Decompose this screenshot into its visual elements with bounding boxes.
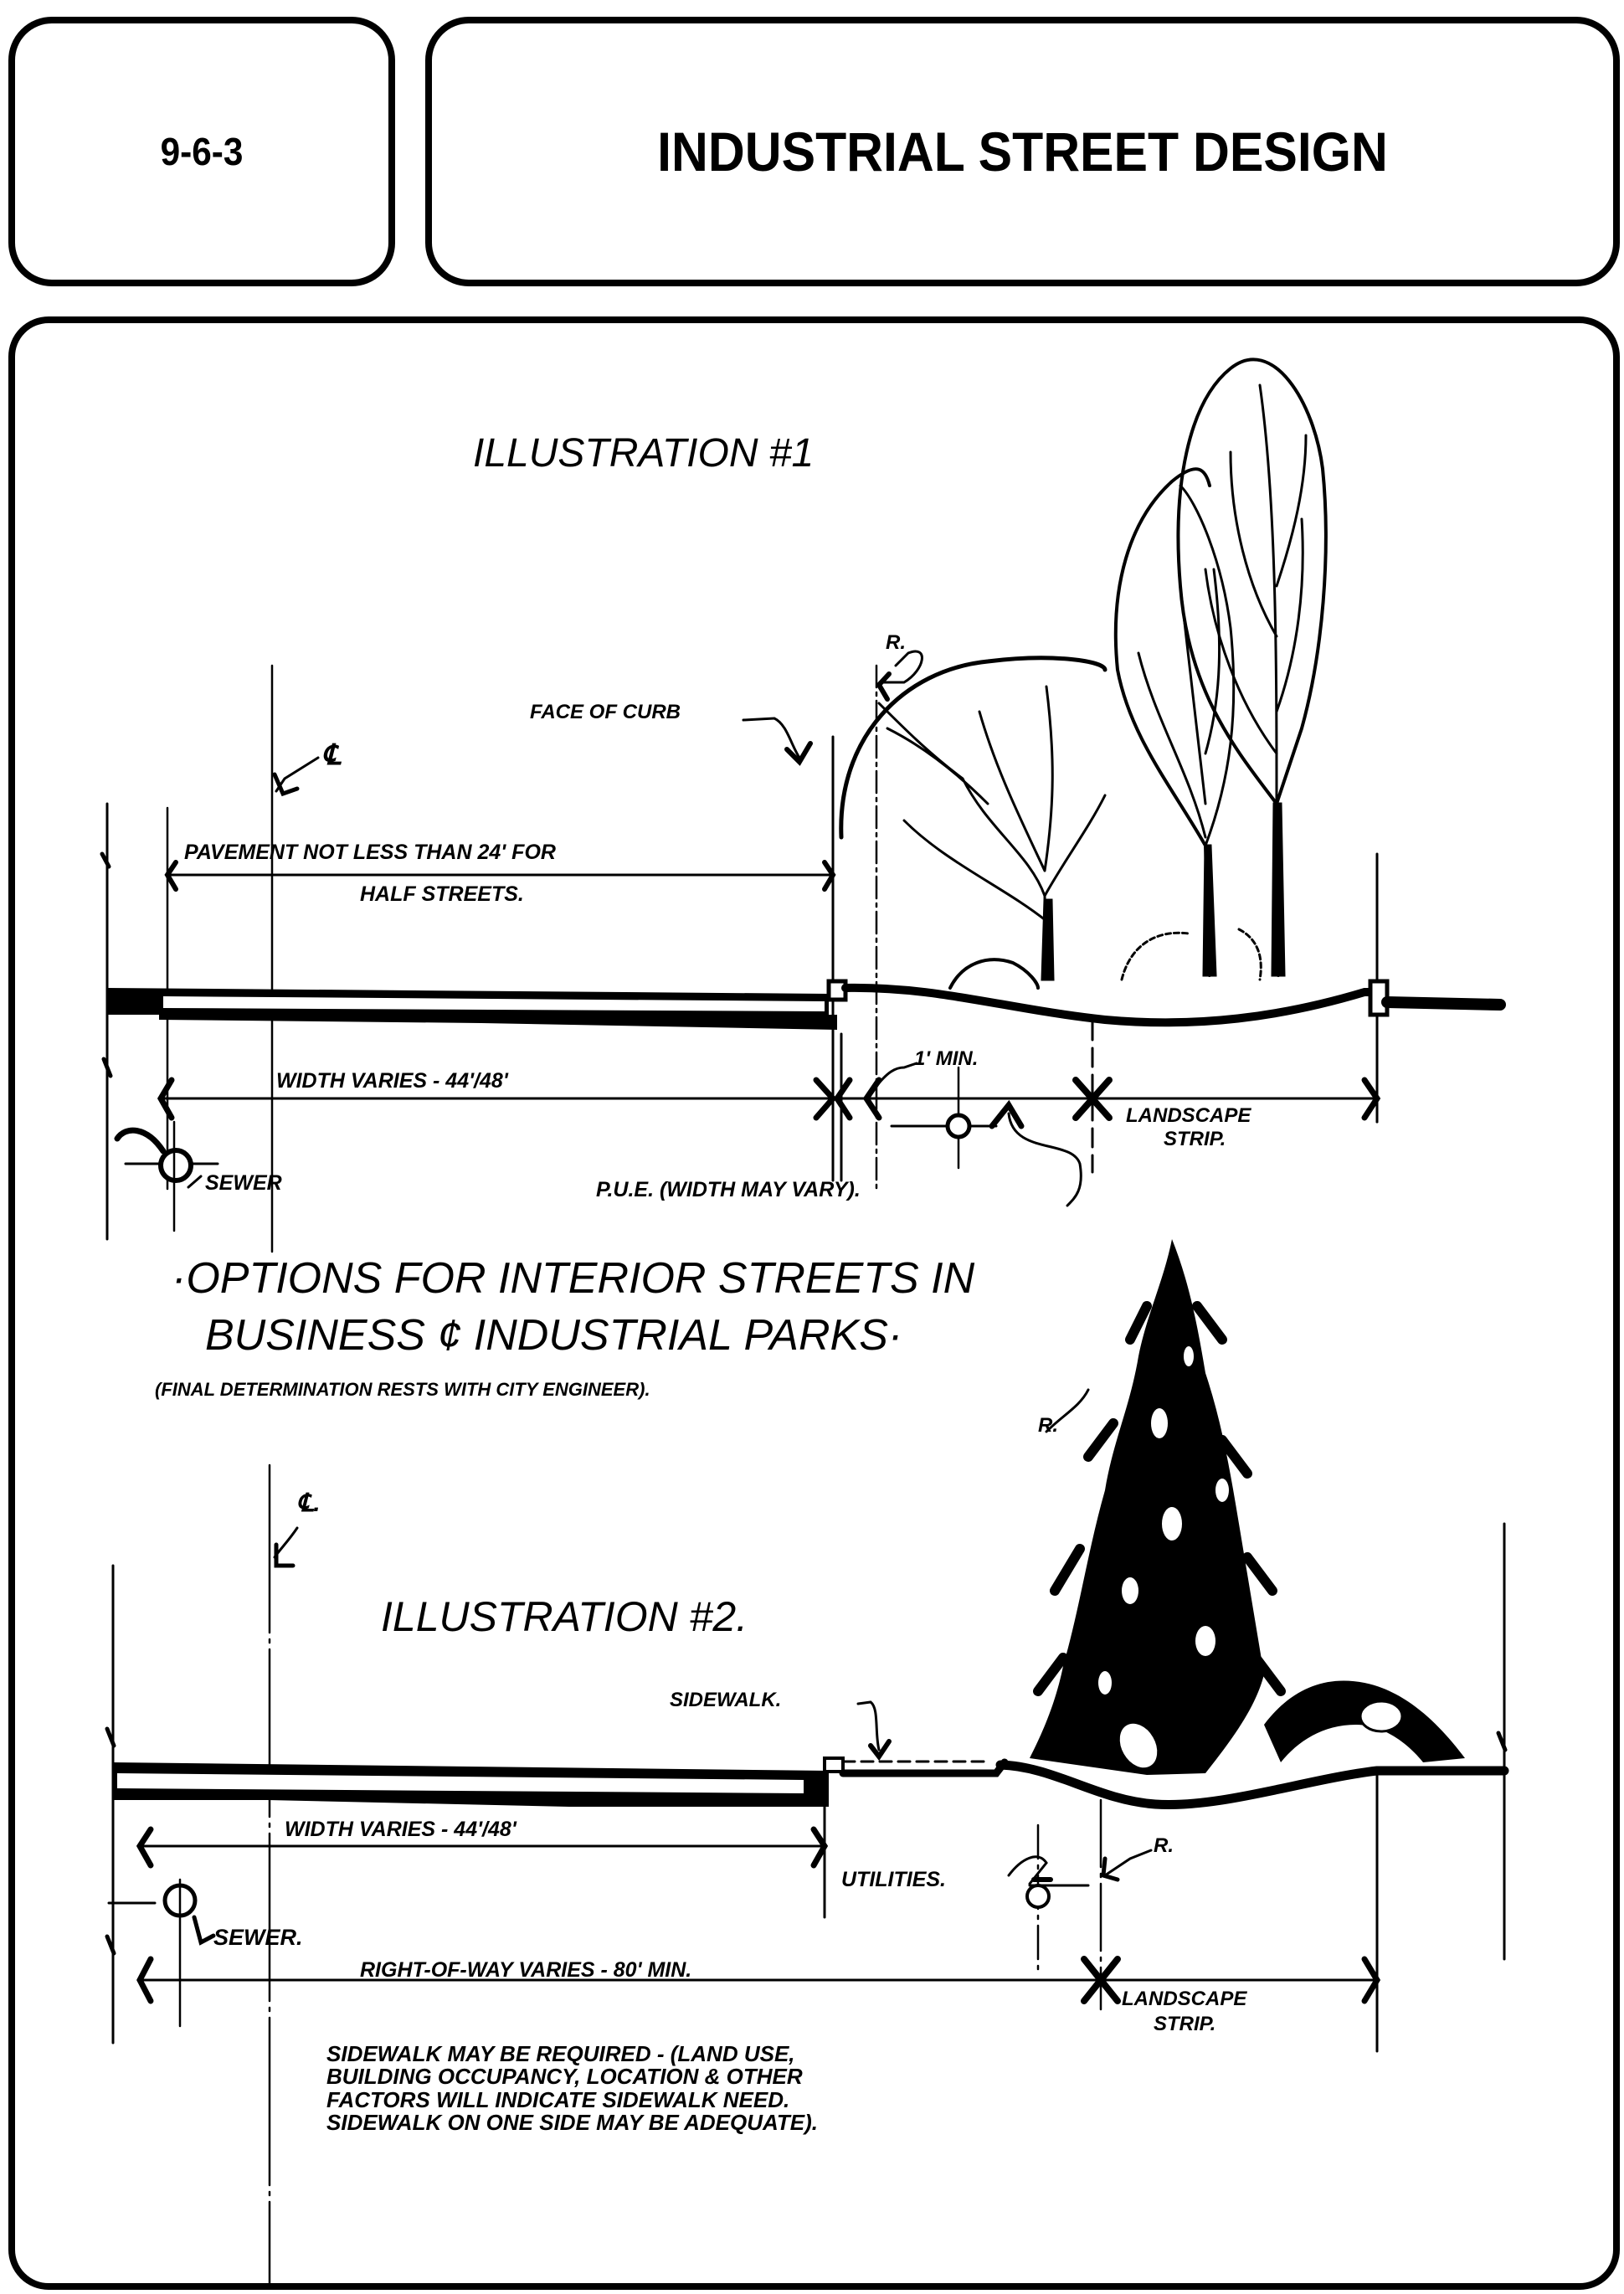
section-code: 9-6-3 [160,130,244,173]
landscape-strip-label-1b: STRIP. [1164,1128,1226,1150]
illustration-2-title: ILLUSTRATION #2. [381,1593,748,1640]
illustration-2-linework [105,1388,1509,2287]
sidewalk-note: SIDEWALK MAY BE REQUIRED - (LAND USE, BU… [326,2041,818,2135]
landscape-strip-label-1a: LANDSCAPE [1126,1104,1251,1127]
property-line-label-1: R. [886,631,906,654]
right-of-way-label: RIGHT-OF-WAY VARIES - 80' MIN. [360,1958,692,1982]
sewer-label-2: SEWER. [213,1925,303,1950]
property-line-label-2: R. [1154,1834,1174,1857]
width-varies-label-2: WIDTH VARIES - 44'/48' [285,1818,516,1841]
centerline-label-1: ℄ [322,739,341,771]
utilities-label: UTILITIES. [841,1868,946,1891]
sidewalk-note-line: BUILDING OCCUPANCY, LOCATION & OTHER [326,2064,803,2090]
page-title: INDUSTRIAL STREET DESIGN [657,121,1388,183]
landscape-strip-label-2a: LANDSCAPE [1122,1988,1247,2010]
sidewalk-label: SIDEWALK. [670,1689,782,1711]
one-foot-min-label: 1' MIN. [914,1047,979,1070]
final-determination-note: (FINAL DETERMINATION RESTS WITH CITY ENG… [155,1379,650,1400]
section-code-box: 9-6-3 [8,17,395,286]
deciduous-trees-illustration-1 [839,357,1328,990]
face-of-curb-label: FACE OF CURB [530,701,681,723]
centerline-label-2: ℄. [297,1489,321,1517]
property-line-label-options: R. [1038,1414,1058,1437]
illustration-1-linework [100,650,1506,1253]
pavement-note-line1: PAVEMENT NOT LESS THAN 24' FOR [184,841,556,864]
pue-label: P.U.E. (WIDTH MAY VARY). [596,1178,861,1201]
options-heading-line1: ·OPTIONS FOR INTERIOR STREETS IN [172,1254,975,1303]
options-heading-line2: BUSINESS ¢ INDUSTRIAL PARKS· [205,1311,903,1360]
conifer-tree-illustration-2 [1030,1239,1465,1775]
pavement-note-line2: HALF STREETS. [360,882,524,906]
sewer-label-1: SEWER [205,1171,282,1195]
width-varies-label-1: WIDTH VARIES - 44'/48' [276,1069,508,1093]
title-box: INDUSTRIAL STREET DESIGN [425,17,1620,286]
drawing-frame [8,316,1620,2290]
sidewalk-note-line: SIDEWALK MAY BE REQUIRED - (LAND USE, [326,2041,795,2066]
landscape-strip-label-2b: STRIP. [1154,2013,1216,2035]
illustration-1-title: ILLUSTRATION #1 [473,431,815,476]
sidewalk-note-line: FACTORS WILL INDICATE SIDEWALK NEED. [326,2086,790,2112]
sidewalk-note-line: SIDEWALK ON ONE SIDE MAY BE ADEQUATE). [326,2109,818,2135]
